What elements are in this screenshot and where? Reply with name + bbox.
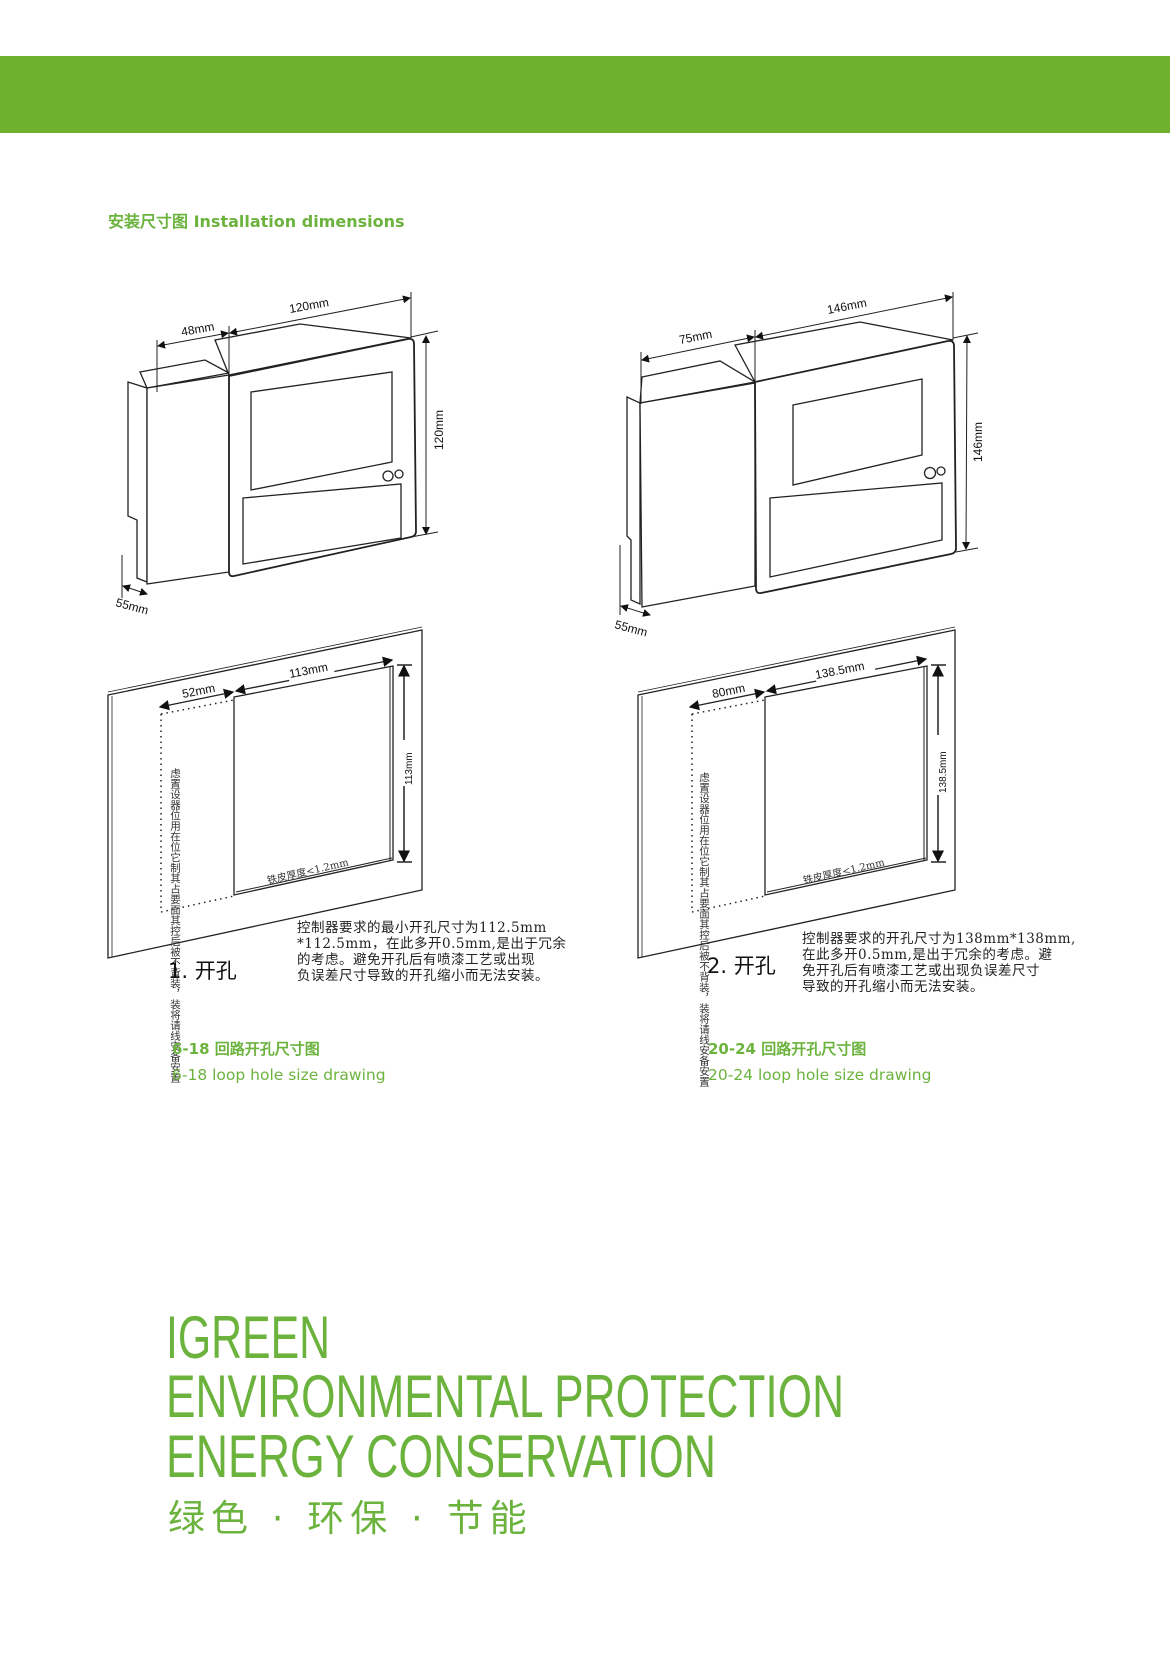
side-note-col: 请线安备安置 xyxy=(169,1020,181,1083)
side-note-col: 不背装，装将 xyxy=(169,957,181,1020)
header-banner xyxy=(0,56,1170,133)
slogan-line-2: ENVIRONMENTAL PROTECTION xyxy=(166,1363,844,1430)
side-note-col: 要面其控后被 xyxy=(169,894,181,957)
note-line: 在此多开0.5mm,是出于冗余的考虑。避 xyxy=(802,947,1053,963)
slogan: IGREEN ENVIRONMENTAL PROTECTION ENERGY C… xyxy=(166,1304,844,1490)
step-label-1: 1. 开孔 xyxy=(168,959,237,983)
caption-en-6-18: 6-18 loop hole size drawing xyxy=(172,1066,386,1084)
dim-side-label: 55mm xyxy=(114,595,150,617)
side-note-col: 在位它制其占 xyxy=(698,835,710,898)
cutout-offset-label: 52mm xyxy=(181,681,216,701)
caption-cn-6-18: 6-18 回路开孔尺寸图 xyxy=(172,1040,320,1058)
device-speaker-icon xyxy=(936,466,946,476)
side-note-col: 在位它制其占 xyxy=(169,831,181,894)
device-screen xyxy=(792,378,923,486)
note-line: 负误差尺寸导致的开孔缩小而无法安装。 xyxy=(297,968,549,984)
cutout-height-label: 113mm xyxy=(404,752,415,785)
side-note-col: 虑置设器位用 xyxy=(698,772,710,835)
cutout-note-2: 控制器要求的开孔尺寸为138mm*138mm, 在此多开0.5mm,是出于冗余的… xyxy=(802,931,1076,995)
device-side-face xyxy=(639,382,756,608)
device-20-24-drawing xyxy=(619,292,979,617)
device-6-18-drawing xyxy=(121,292,439,598)
dim-depth-label: 75mm xyxy=(678,327,713,347)
device-back-part xyxy=(626,395,641,606)
device-speaker-icon xyxy=(394,469,404,479)
step-label-2: 2. 开孔 xyxy=(707,954,776,978)
device-back-part xyxy=(127,381,148,583)
cutout-height-label: 138.5mm xyxy=(938,751,949,793)
device-screen xyxy=(250,371,393,491)
side-note-1: 虑置设器位用在位它制其占要面其控后被不背装，装将请线安备安置 xyxy=(168,768,181,1083)
note-line: 导致的开孔缩小而无法安装。 xyxy=(802,979,984,995)
device-lower-window xyxy=(769,482,943,578)
device-side-face xyxy=(146,374,230,585)
dim-height-label: 146mm xyxy=(971,422,985,462)
device-lower-window xyxy=(242,483,402,565)
caption-en-20-24: 20-24 loop hole size drawing xyxy=(708,1066,932,1084)
side-note-col: 不背装，装将 xyxy=(698,961,710,1024)
note-line: 的考虑。避免开孔后有喷漆工艺或出现 xyxy=(297,952,535,968)
dim-height-label: 120mm xyxy=(432,410,446,450)
dim-width-label: 120mm xyxy=(288,295,330,316)
note-line: 免开孔后有喷漆工艺或出现负误差尺寸 xyxy=(802,963,1040,979)
note-line: 控制器要求的最小开孔尺寸为112.5mm xyxy=(297,920,547,936)
cutout-panel-1 xyxy=(107,626,423,959)
slogan-line-1: IGREEN xyxy=(166,1304,330,1371)
device-screw-icon xyxy=(923,466,937,480)
dim-depth-label: 48mm xyxy=(180,319,215,339)
device-screw-icon xyxy=(382,470,394,482)
dim-side-label: 55mm xyxy=(613,617,649,639)
side-note-2: 虑置设器位用在位它制其占要面其控后被不背装，装将请线安备安置 xyxy=(697,772,710,1087)
note-line: *112.5mm，在此多开0.5mm,是出于冗余 xyxy=(297,936,567,952)
side-note-col: 虑置设器位用 xyxy=(169,768,181,831)
slogan-line-3: ENERGY CONSERVATION xyxy=(166,1423,716,1490)
cutout-note-1: 控制器要求的最小开孔尺寸为112.5mm *112.5mm，在此多开0.5mm,… xyxy=(297,920,566,984)
cutout-panel-2 xyxy=(637,626,956,959)
section-title: 安装尺寸图 Installation dimensions xyxy=(108,212,405,231)
slogan-cn: 绿色 · 环保 · 节能 xyxy=(168,1497,533,1540)
caption-cn-20-24: 20-24 回路开孔尺寸图 xyxy=(708,1040,867,1058)
note-line: 控制器要求的开孔尺寸为138mm*138mm, xyxy=(802,931,1076,947)
cutout-offset-label: 80mm xyxy=(711,681,746,701)
dim-width-label: 146mm xyxy=(826,296,868,317)
side-note-col: 要面其控后被 xyxy=(698,898,710,961)
side-note-col: 请线安备安置 xyxy=(698,1024,710,1087)
